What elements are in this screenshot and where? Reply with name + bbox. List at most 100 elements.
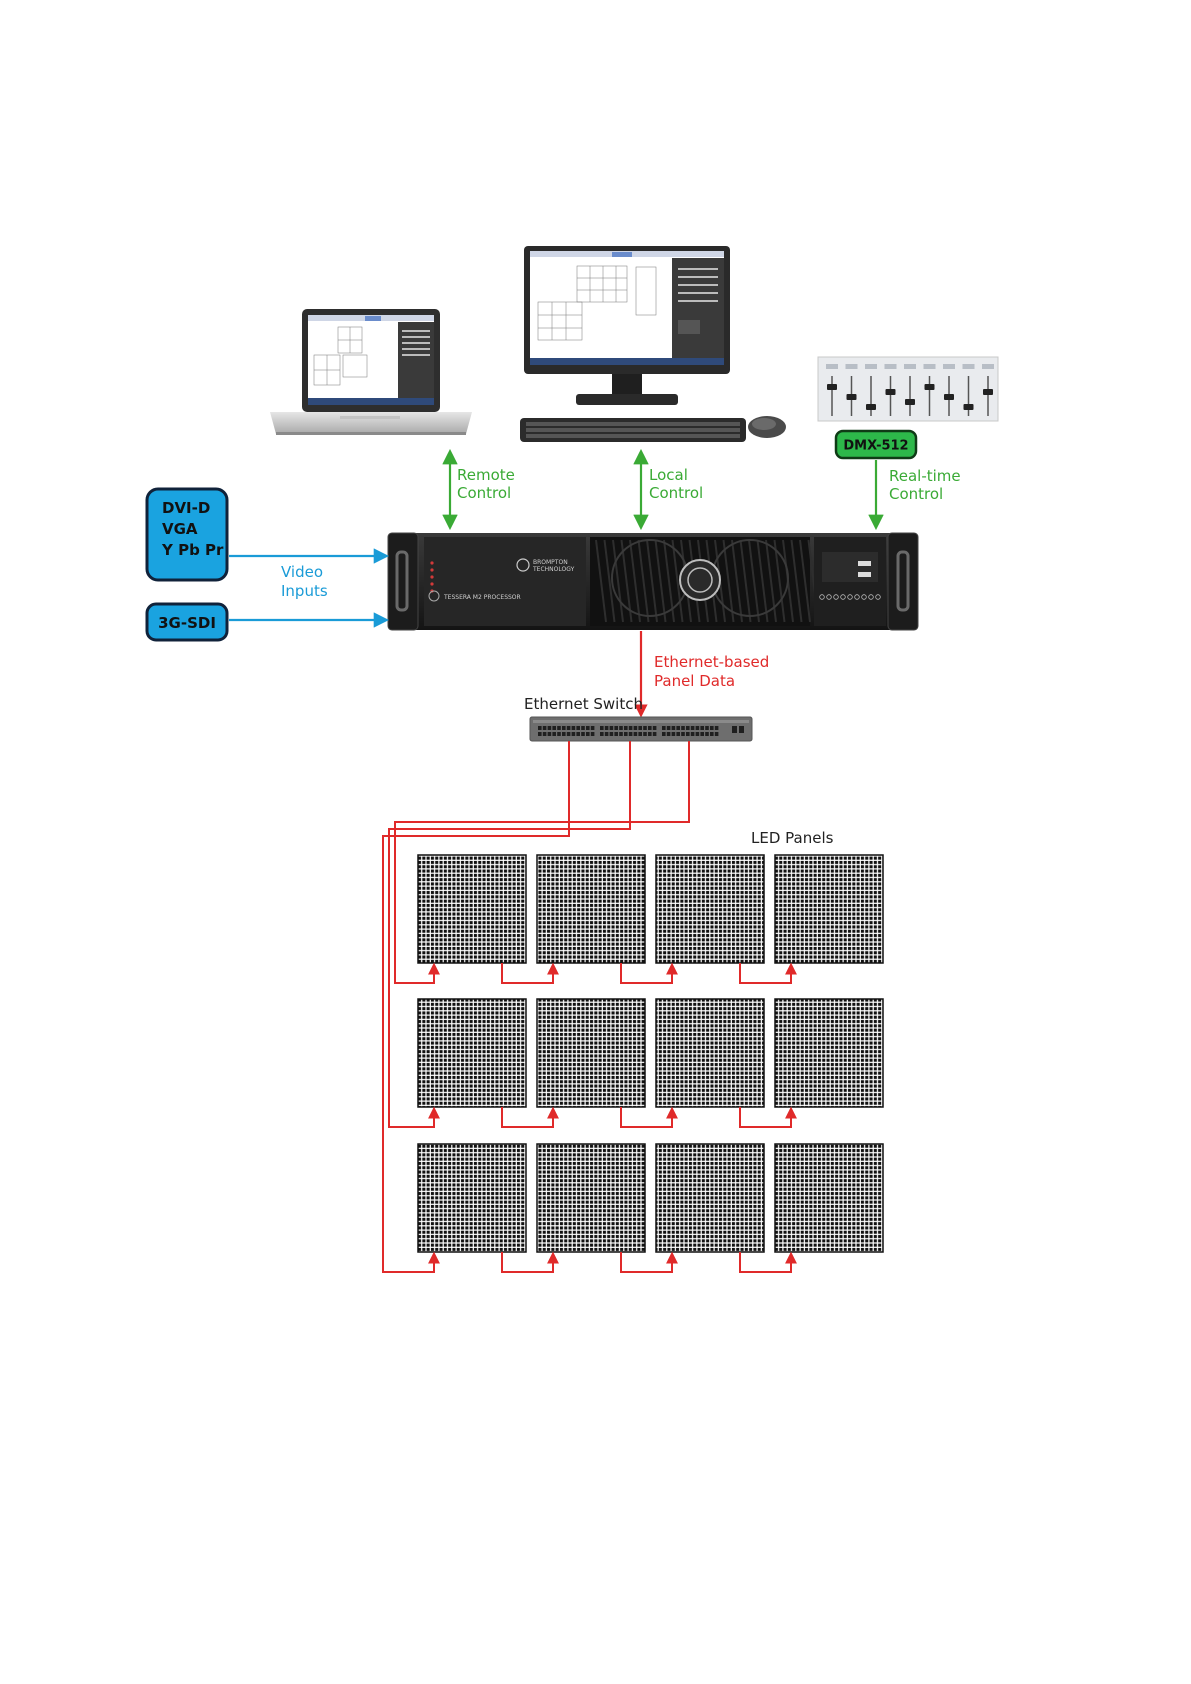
panel-data-label-line1: Ethernet-based [654, 653, 769, 671]
video-inputs-label-line2: Inputs [281, 582, 328, 600]
switch-port [576, 732, 580, 736]
switch-port [600, 726, 604, 730]
led-panel [656, 855, 764, 963]
switch-port [648, 732, 652, 736]
input-3g-sdi: 3G-SDI [158, 614, 216, 632]
switch-port [700, 732, 704, 736]
switch-port [557, 726, 561, 730]
switch-port [543, 732, 547, 736]
switch-port [672, 726, 676, 730]
remote-control-label-line1: Remote [457, 466, 515, 484]
led-panel [656, 999, 764, 1107]
led-panels-label: LED Panels [751, 829, 834, 847]
panel-chain-cable [621, 963, 672, 983]
realtime-control-label-line1: Real-time [889, 467, 961, 485]
desktop-computer-icon [520, 246, 786, 442]
led-panel [537, 1144, 645, 1252]
switch-port [552, 732, 556, 736]
switch-port [672, 732, 676, 736]
switch-port [638, 726, 642, 730]
switch-port [662, 732, 666, 736]
remote-control-label-line2: Control [457, 484, 511, 502]
panel-chain-cable [621, 1252, 672, 1272]
switch-port [619, 732, 623, 736]
dmx-512-box: DMX-512 [836, 431, 916, 458]
switch-port [600, 732, 604, 736]
switch-port [624, 726, 628, 730]
laptop-icon [270, 309, 472, 435]
fader-knob [847, 394, 857, 400]
switch-port [552, 726, 556, 730]
panel-chain-cable [621, 1107, 672, 1127]
local-control-label-line1: Local [649, 466, 688, 484]
switch-port [662, 726, 666, 730]
3g-sdi-box: 3G-SDI [147, 604, 227, 640]
led-panel-array [418, 855, 883, 1252]
switch-port [691, 732, 695, 736]
fader-button [924, 364, 936, 369]
led-panel [775, 999, 883, 1107]
video-inputs-label-line1: Video [281, 563, 323, 581]
fader-button [943, 364, 955, 369]
fader-button [885, 364, 897, 369]
switch-port [634, 732, 638, 736]
switch-port [548, 726, 552, 730]
switch-port [591, 732, 595, 736]
switch-port [700, 726, 704, 730]
switch-port [614, 726, 618, 730]
dmx-512-label: DMX-512 [843, 439, 908, 454]
switch-port [667, 732, 671, 736]
switch-port [681, 732, 685, 736]
switch-port [576, 726, 580, 730]
switch-port [691, 726, 695, 730]
switch-port [653, 726, 657, 730]
dvi-vga-ypbpr-box: DVI-D VGA Y Pb Pr [147, 489, 227, 580]
switch-port [634, 726, 638, 730]
led-panel [537, 999, 645, 1107]
ethernet-switch-label: Ethernet Switch [524, 695, 643, 713]
led-panel [656, 1144, 764, 1252]
switch-port [619, 726, 623, 730]
switch-port [562, 732, 566, 736]
switch-port [653, 732, 657, 736]
fader-knob [964, 404, 974, 410]
panel-chain-cable [502, 1107, 553, 1127]
led-panel [537, 855, 645, 963]
switch-port [715, 726, 719, 730]
switch-port [567, 726, 571, 730]
fader-button [826, 364, 838, 369]
switch-port [629, 726, 633, 730]
switch-port [624, 732, 628, 736]
switch-port [610, 726, 614, 730]
panel-chain-cable [740, 1252, 791, 1272]
switch-port [586, 726, 590, 730]
switch-port [614, 732, 618, 736]
fader-knob [925, 384, 935, 390]
fader-button [846, 364, 858, 369]
switch-port [710, 726, 714, 730]
led-panel [418, 855, 526, 963]
switch-port [705, 726, 709, 730]
realtime-control-label-line2: Control [889, 485, 943, 503]
processor-model: TESSERA M2 PROCESSOR [443, 594, 521, 601]
led-panel [775, 855, 883, 963]
input-ypbpr: Y Pb Pr [161, 541, 224, 559]
fader-button [865, 364, 877, 369]
switch-port [676, 732, 680, 736]
switch-port [676, 726, 680, 730]
panel-data-label-line2: Panel Data [654, 672, 735, 690]
switch-port [605, 732, 609, 736]
switch-port [681, 726, 685, 730]
switch-port [705, 732, 709, 736]
fader-knob [944, 394, 954, 400]
led-panel [418, 1144, 526, 1252]
ethernet-switch-icon [530, 717, 752, 741]
switch-port [667, 726, 671, 730]
switch-port [715, 732, 719, 736]
switch-port [572, 732, 576, 736]
switch-port [548, 732, 552, 736]
switch-port [643, 726, 647, 730]
switch-port [581, 726, 585, 730]
switch-port [567, 732, 571, 736]
